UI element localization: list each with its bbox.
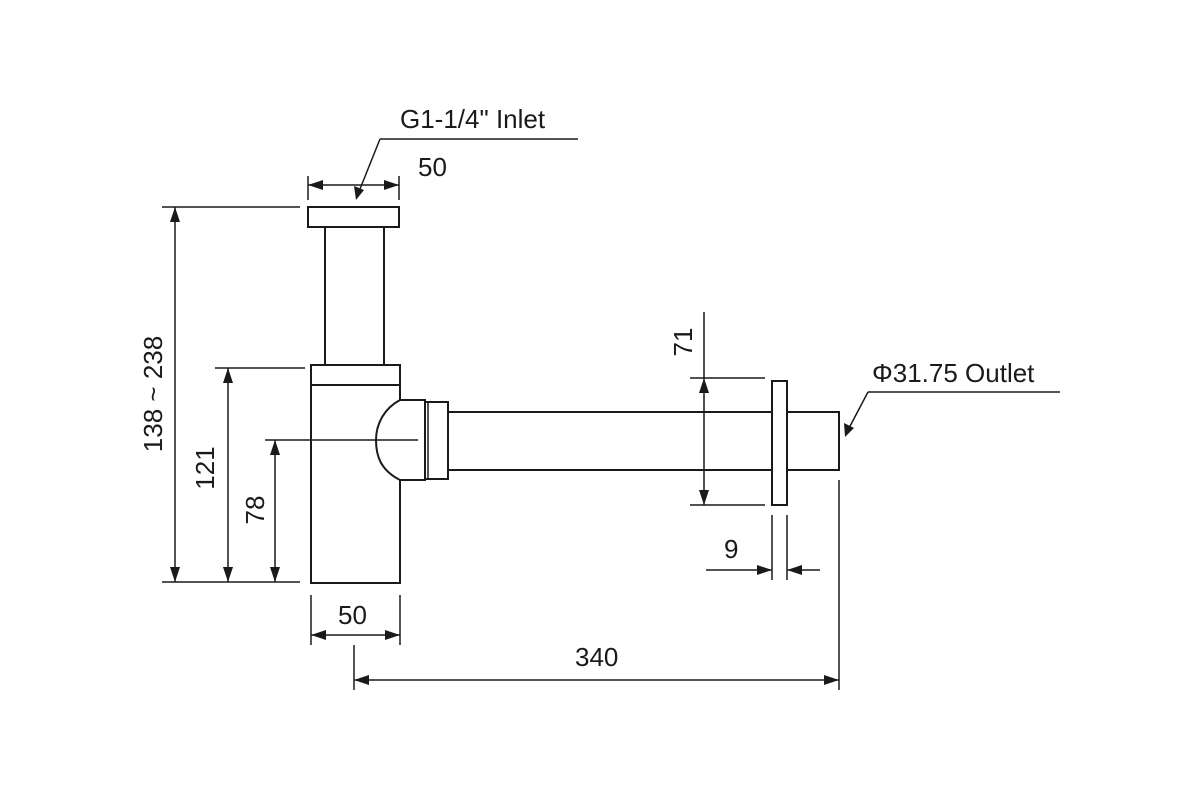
dim-inlet-width-text: 50 (418, 152, 447, 182)
dim-flange-height-text: 71 (668, 328, 698, 357)
outlet-leader (847, 391, 869, 431)
inlet-cap (307, 206, 400, 228)
trap-collar (310, 364, 401, 386)
outlet-label: Φ31.75 Outlet (872, 358, 1035, 388)
trap-body (307, 206, 840, 584)
dim-overall-length-text: 340 (575, 642, 618, 672)
inlet-leader (357, 138, 381, 195)
dim-body-width-text: 50 (338, 600, 367, 630)
dim-overall-height-text: 138 ~ 238 (138, 336, 168, 452)
dim-flange-thickness-text: 9 (724, 534, 738, 564)
dim-body-height-text: 121 (190, 446, 220, 489)
outlet-pipe (447, 411, 773, 471)
dim-outlet-height-text: 78 (240, 496, 270, 525)
leaders (354, 138, 1060, 437)
dimension-lines (170, 180, 839, 685)
outlet-pipe-end (786, 411, 840, 471)
wall-flange (771, 380, 788, 506)
extension-lines (162, 176, 840, 690)
inlet-label: G1-1/4" Inlet (400, 104, 546, 134)
labels: G1-1/4" Inlet Φ31.75 Outlet 50 50 340 9 … (138, 104, 1035, 672)
